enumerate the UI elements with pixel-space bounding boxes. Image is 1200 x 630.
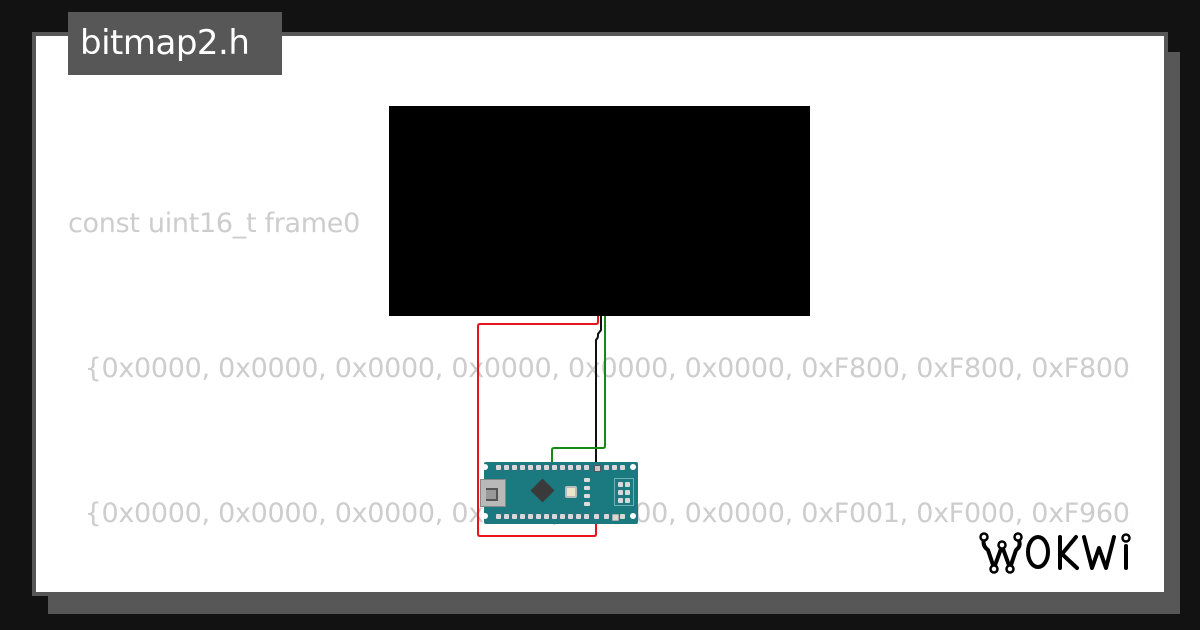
pin-5v[interactable]: [594, 514, 599, 519]
pin: [536, 514, 541, 519]
pin: [560, 514, 565, 519]
usb-connector-icon: [480, 479, 506, 507]
led: [584, 494, 590, 498]
pin: [568, 465, 573, 470]
led: [584, 502, 590, 506]
pin: [568, 514, 573, 519]
code-block: const uint16_t frame0 {0x0000, 0x0000, 0…: [68, 104, 1132, 592]
pin: [520, 514, 525, 519]
pin: [584, 514, 589, 519]
pin: [496, 514, 501, 519]
arduino-nano-board[interactable]: [480, 462, 638, 524]
pin: [576, 514, 581, 519]
pin: [504, 465, 509, 470]
pin: [496, 465, 501, 470]
led: [584, 478, 590, 482]
pin-d6[interactable]: [552, 465, 557, 470]
icsp-header: [614, 478, 634, 506]
reset-button[interactable]: [565, 486, 577, 498]
pin: [604, 465, 609, 470]
microcontroller-chip: [530, 478, 555, 503]
file-title-tab: bitmap2.h: [68, 12, 282, 75]
pin: [612, 514, 619, 521]
mount-hole: [482, 464, 488, 470]
mount-hole: [482, 513, 488, 519]
pin: [536, 465, 541, 470]
mount-hole: [630, 513, 636, 519]
pin: [512, 514, 517, 519]
pin: [584, 465, 589, 470]
code-line: const uint16_t frame0: [68, 208, 360, 240]
pin: [528, 514, 533, 519]
pin: [552, 514, 557, 519]
pin: [604, 514, 609, 519]
pin: [528, 465, 533, 470]
pin: [544, 514, 549, 519]
pin: [620, 514, 625, 519]
led: [584, 486, 590, 490]
pin: [504, 514, 509, 519]
pin: [612, 465, 617, 470]
pin: [620, 465, 625, 470]
pin: [512, 465, 517, 470]
wokwi-logo-icon: [979, 532, 1131, 574]
code-line: {0x0000, 0x0000, 0x0000, 0x0000, 0x0000,…: [68, 353, 1132, 384]
pin: [560, 465, 565, 470]
mount-hole: [630, 464, 636, 470]
pin-gnd[interactable]: [594, 465, 601, 472]
lcd-display[interactable]: [389, 106, 810, 316]
pin: [576, 465, 581, 470]
pin: [520, 465, 525, 470]
pin: [544, 465, 549, 470]
